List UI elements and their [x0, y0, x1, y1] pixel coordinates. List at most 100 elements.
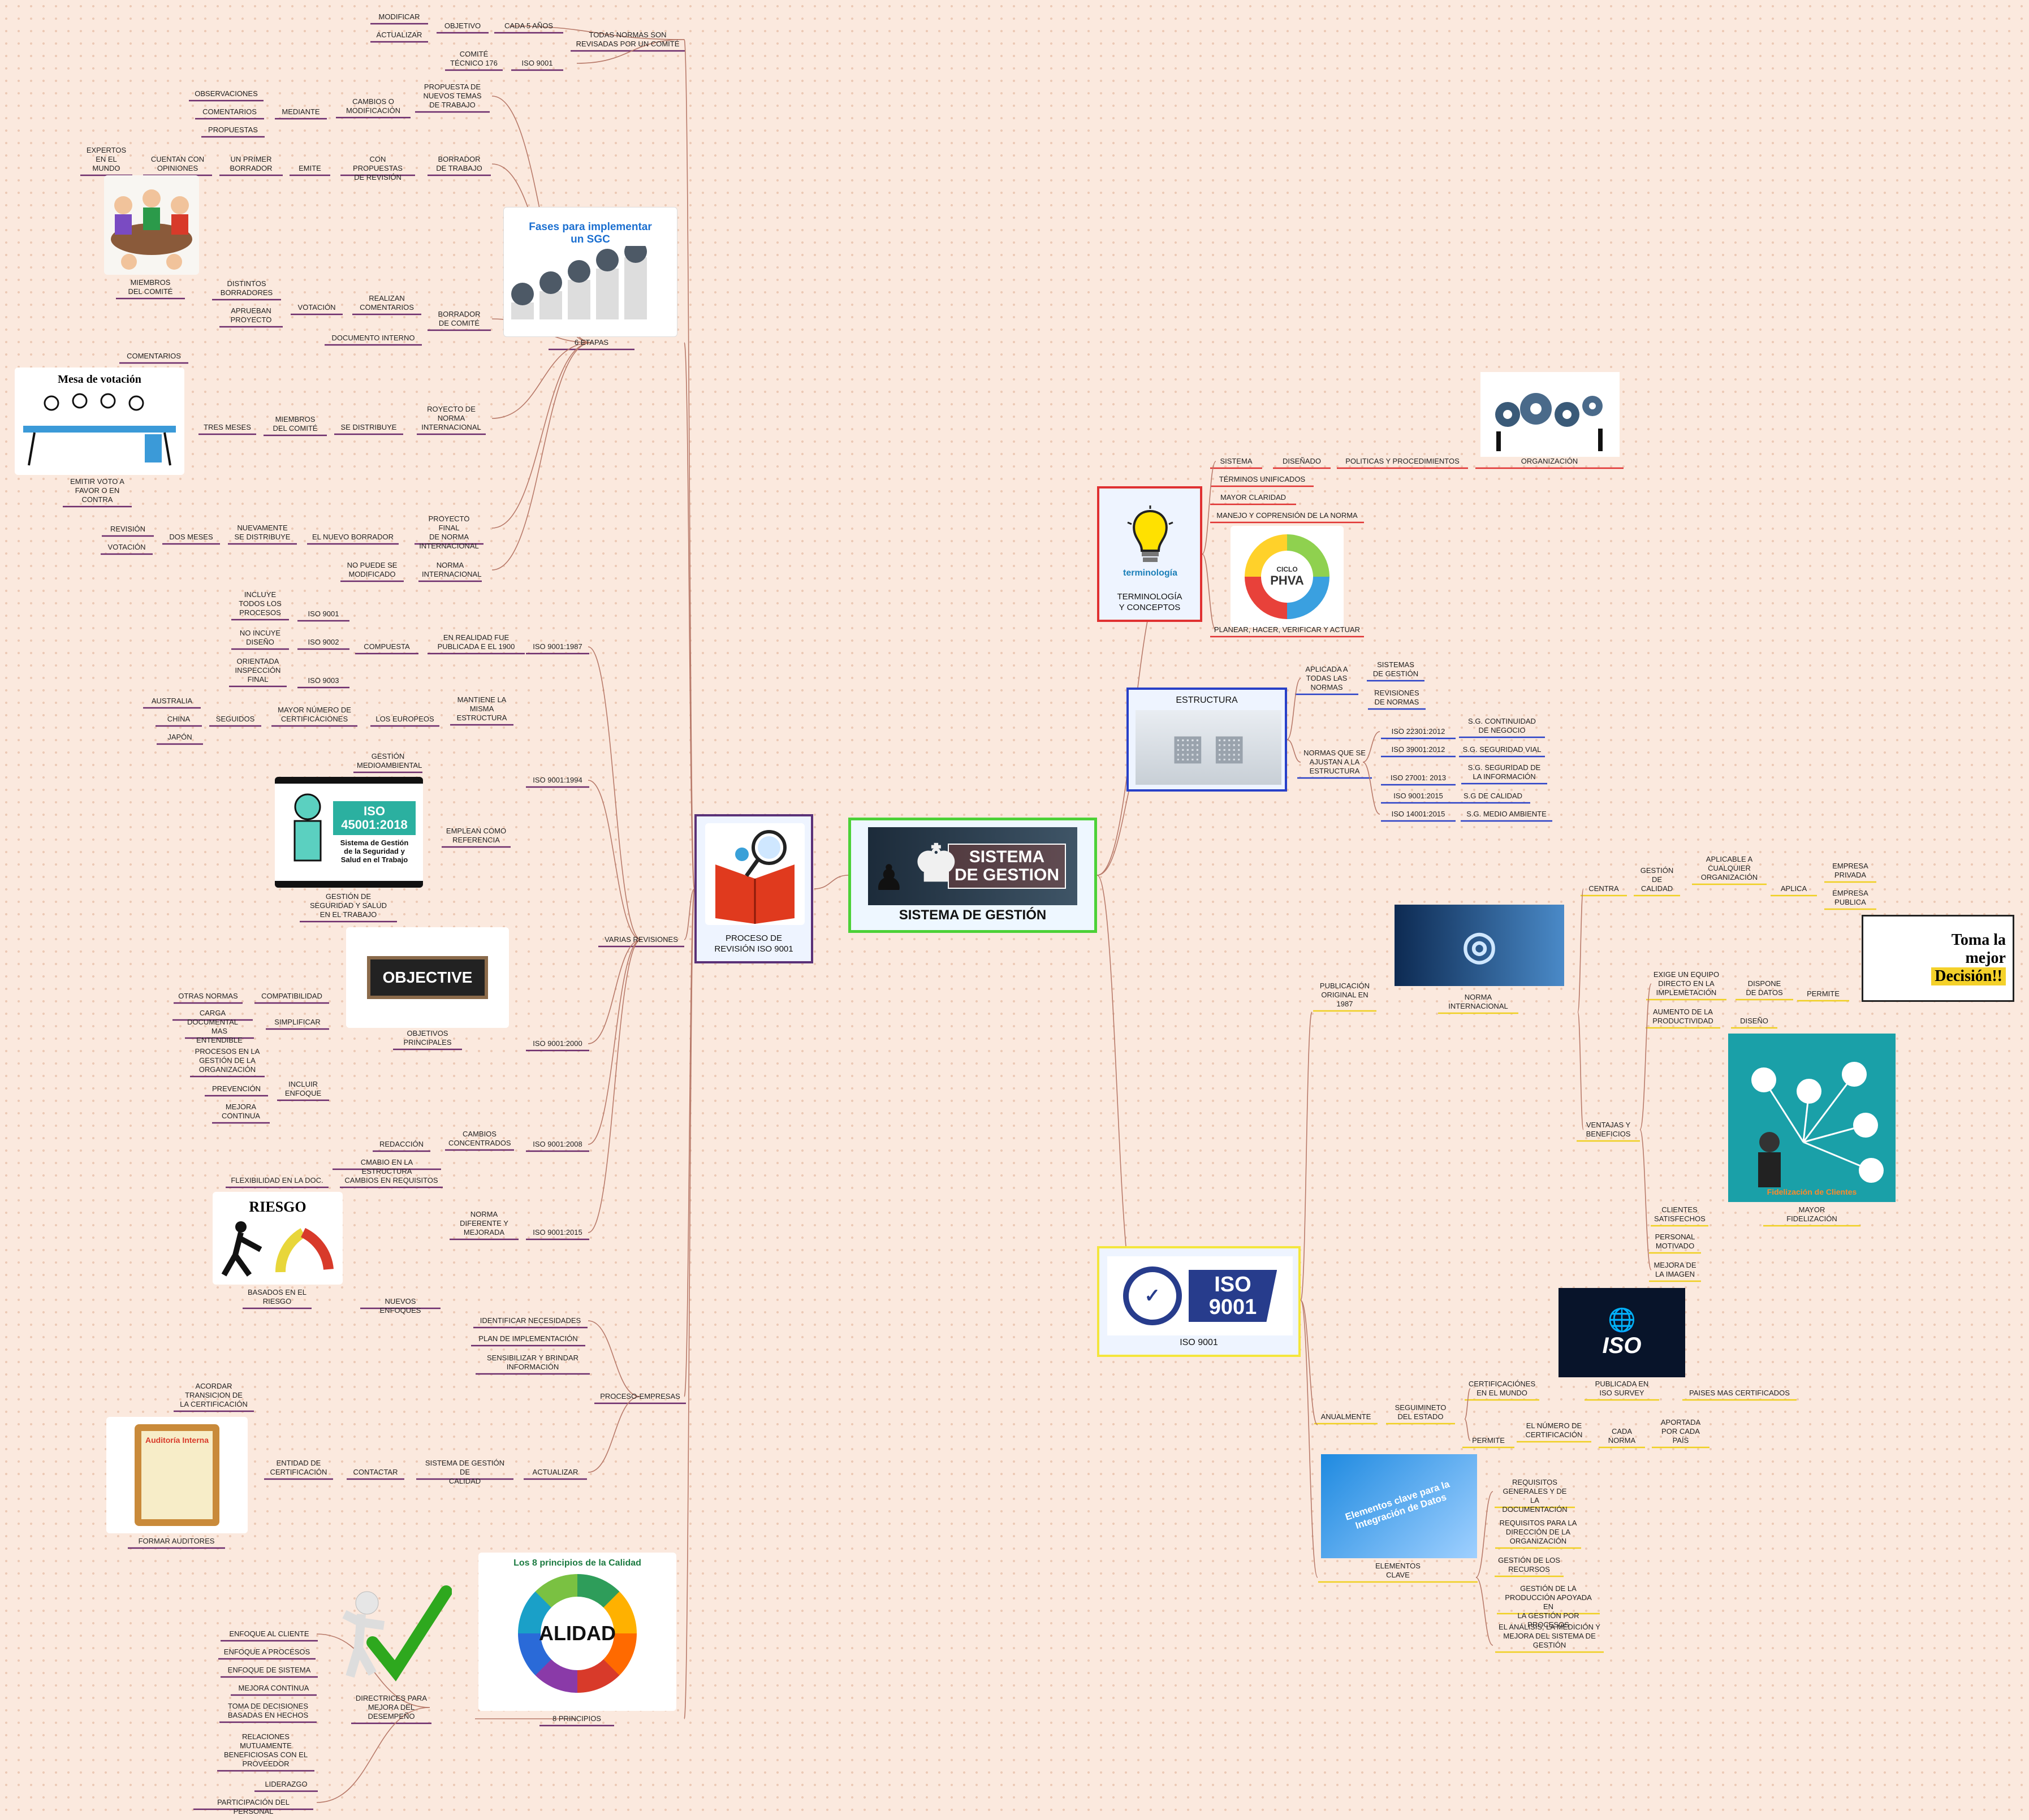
node-etapas-emitir[interactable]: EMITIR VOTO A FAVOR O EN CONTRA [70, 477, 124, 504]
revision-topic[interactable]: PROCESO DE REVISIÓN ISO 9001 [694, 814, 813, 963]
node-a-objetivo[interactable]: OBJETIVO [444, 21, 481, 30]
node-iso-permite[interactable]: PERMITE [1807, 989, 1840, 998]
node-varias-otras[interactable]: OTRAS NORMAS [178, 992, 238, 1000]
node-proceso-sistema[interactable]: SISTEMA DE GESTIÓN DE CALIDAD [425, 1459, 505, 1485]
node-varias-en-realidad[interactable]: EN REALIDAD FUE PUBLICADA E EL 1900 [437, 633, 515, 651]
node-varias-procesos[interactable]: PROCESOS EN LA GESTIÓN DE LA ORGANIZACIÓ… [195, 1047, 260, 1074]
node-iso-publicacion[interactable]: PUBLICACIÓN ORIGINAL EN 1987 [1319, 982, 1370, 1008]
terminology-topic[interactable]: terminología TERMINOLOGÍA Y CONCEPTOS [1097, 486, 1202, 622]
node-varias-carga[interactable]: CARGA DOCUMENTAL [187, 1009, 239, 1026]
node-iso-aumento[interactable]: AUMENTO DE LA PRODUCTIVIDAD [1652, 1008, 1713, 1025]
node-principios-items-1[interactable]: ENFOQUE A PROCESOS [223, 1648, 310, 1656]
node-estructura-rows-4-code[interactable]: ISO 14001:2015 [1391, 810, 1445, 818]
node-varias-seguridad[interactable]: GESTIÓN DE SEGURIDAD Y SALUD EN EL TRABA… [309, 892, 387, 919]
node-etapas-miembros2[interactable]: MIEMBROS DEL COMITÉ [273, 415, 318, 433]
node-a-cada5[interactable]: CADA 5 AÑOS [504, 21, 553, 30]
node-estructura-rows-2-code[interactable]: ISO 27001: 2013 [1390, 773, 1447, 782]
node-iso-aplicable[interactable]: APLICABLE A CUALQUIER ORGANIZACIÓN [1700, 855, 1758, 881]
node-principios-directrices[interactable]: DIRECTRICES PARA MEJORA DEL DESEMPEÑO [355, 1694, 428, 1720]
node-principios-items-3[interactable]: MEJORA CONTINUA [238, 1684, 309, 1692]
node-iso-dispone[interactable]: DISPONE DE DATOS [1746, 979, 1783, 997]
node-iso-certificaciones[interactable]: CERTIFICACIÓNES EN EL MUNDO [1468, 1380, 1536, 1397]
node-varias-seguidos[interactable]: SEGUIDOS [215, 715, 255, 723]
node-estructura-rows-3-desc[interactable]: S.G DE CALIDAD [1463, 792, 1523, 800]
node-iso-cada[interactable]: CADA NORMA [1608, 1427, 1636, 1445]
node-varias-ambiental[interactable]: GESTIÓN MEDIOAMBIENTAL [357, 752, 422, 769]
node-principios-items-2[interactable]: ENFOQUE DE SISTEMA [227, 1666, 311, 1674]
node-proceso-actualizar[interactable]: ACTUALIZAR [532, 1468, 579, 1476]
node-varias-v1987[interactable]: ISO 9001:1987 [533, 642, 582, 651]
node-varias-v2015[interactable]: ISO 9001:2015 [533, 1228, 582, 1237]
node-varias-cmabio[interactable]: CMABIO EN LA ESTRUCTURA [360, 1158, 413, 1175]
node-proceso-acordar[interactable]: ACORDAR TRANSICION DE LA CERTIFICACIÓN [180, 1382, 248, 1408]
node-iso-centra[interactable]: CENTRA [1588, 884, 1619, 893]
node-estructura-rows-1-desc[interactable]: S.G. SEGURIDAD VIAL [1462, 745, 1542, 754]
node-etapas-cambios[interactable]: CAMBIOS O MODIFICACIÓN [346, 97, 401, 115]
node-etapas-label[interactable]: 6 ETAPAS [574, 338, 609, 347]
node-iso-gestion[interactable]: GESTIÓN DE CALIDAD [1640, 866, 1674, 893]
node-iso-req-3[interactable]: GESTIÓN DE LA PRODUCCIÓN APOYADA EN LA G… [1505, 1584, 1592, 1629]
node-iso-fidelizacion[interactable]: MAYOR FIDELIZACIÓN [1786, 1205, 1837, 1223]
node-iso-exige[interactable]: EXIGE UN EQUIPO DIRECTO EN LA IMPLEMETAC… [1653, 970, 1720, 997]
node-proceso-sensibilizar[interactable]: SENSIBILIZAR Y BRINDAR INFORMACIÓN [486, 1354, 579, 1371]
node-varias-simplificar[interactable]: SIMPLIFICAR [274, 1018, 321, 1026]
node-a-todas[interactable]: TODAS NORMAS SON REVISADAS POR UN COMITÉ [576, 31, 680, 48]
node-estructura-rows-0-code[interactable]: ISO 22301:2012 [1391, 727, 1445, 736]
node-etapas-revision[interactable]: REVISIÓN [110, 525, 146, 533]
node-proceso-contactar[interactable]: CONTACTAR [353, 1468, 398, 1476]
node-iso-mejora[interactable]: MEJORA DE LA IMAGEN [1654, 1261, 1696, 1278]
node-term-organizacion[interactable]: ORGANIZACIÓN [1521, 457, 1578, 465]
node-iso-paises[interactable]: PAISES MAS CERTIFICADOS [1689, 1389, 1790, 1397]
node-iso-numero[interactable]: EL NÚMERO DE CERTIFICACIÓN [1525, 1421, 1583, 1439]
node-varias-v2008[interactable]: ISO 9001:2008 [533, 1140, 582, 1148]
node-varias-europeos[interactable]: LOS EUROPEOS [375, 715, 434, 723]
node-iso-anualmente[interactable]: ANUALMENTE [1320, 1412, 1371, 1421]
node-principios-items-6[interactable]: LIDERAZGO [265, 1780, 308, 1788]
node-a-actualizar[interactable]: ACTUALIZAR [376, 31, 422, 39]
node-etapas-nuevamente[interactable]: NUEVAMENTE SE DISTRIBUYE [234, 524, 291, 541]
node-etapas-realizan[interactable]: REALIZAN COMENTARIOS [360, 294, 414, 312]
node-varias-emplean[interactable]: EMPLEAN COMO REFERENCIA [446, 827, 507, 844]
node-varias-i9002[interactable]: ISO 9002 [308, 638, 339, 646]
node-iso-privada[interactable]: EMPRESA PRIVADA [1832, 862, 1868, 879]
node-etapas-borrador-trabajo[interactable]: BORRADOR DE TRABAJO [436, 155, 482, 172]
node-estructura-rows-3-code[interactable]: ISO 9001:2015 [1393, 792, 1443, 800]
node-etapas-borrador-comite[interactable]: BORRADOR DE COMITÉ [438, 310, 481, 327]
node-principios-items-0[interactable]: ENFOQUE AL CLIENTE [229, 1629, 309, 1638]
node-a-iso[interactable]: ISO 9001 [521, 59, 553, 67]
node-varias-no-incluye[interactable]: NO INCUYE DISEÑO [239, 629, 281, 646]
node-estructura-rows-2-desc[interactable]: S.G. SEGURIDAD DE LA INFORMACIÓN [1467, 763, 1541, 781]
node-etapas-propuestas[interactable]: PROPUESTAS [208, 126, 258, 134]
node-iso-req-2[interactable]: GESTIÓN DE LOS RECURSOS [1498, 1556, 1560, 1573]
node-varias-mayor[interactable]: MAYOR NÚMERO DE CERTIFICACIONES [278, 706, 351, 723]
node-varias-entendible[interactable]: MAS ENTENDIBLE [196, 1027, 243, 1044]
node-etapas-se-distribuye[interactable]: SE DISTRIBUYE [340, 423, 397, 431]
node-varias-china[interactable]: CHINA [167, 715, 191, 723]
node-varias-australia[interactable]: AUSTRALIA [151, 697, 193, 705]
node-etapas-no-puede[interactable]: NO PUEDE SE MODIFICADO [347, 561, 398, 578]
node-estructura-revisiones[interactable]: REVISIONES DE NORMAS [1374, 689, 1419, 706]
node-iso-diseno[interactable]: DISEÑO [1740, 1017, 1768, 1025]
node-etapas-primer[interactable]: UN PRIMER BORRADOR [230, 155, 273, 172]
node-varias-mejora[interactable]: MEJORA CONTINUA [222, 1103, 260, 1120]
node-etapas-votacion[interactable]: VOTACIÓN [297, 303, 336, 312]
node-varias-v1994[interactable]: ISO 9001:1994 [533, 776, 582, 784]
node-etapas-comentarios2[interactable]: COMENTARIOS [127, 352, 181, 360]
node-varias-nuevos[interactable]: NUEVOS ENFOQUES [379, 1297, 421, 1315]
node-etapas-comentarios[interactable]: COMENTARIOS [202, 107, 257, 116]
node-varias-basados[interactable]: BASADOS EN EL RIESGO [247, 1288, 307, 1305]
node-varias-i9003[interactable]: ISO 9003 [308, 676, 339, 685]
node-etapas-cuentan[interactable]: CUENTAN CON OPINIONES [150, 155, 205, 172]
node-varias-objetivos[interactable]: OBJETIVOS PRINCIPALES [403, 1029, 452, 1047]
node-varias-norma-dif[interactable]: NORMA DIFERENTE Y MEJORADA [460, 1210, 508, 1237]
node-iso-ventajas[interactable]: VENTAJAS Y BENEFICIOS [1586, 1121, 1631, 1138]
node-etapas-doc-interno[interactable]: DOCUMENTO INTERNO [331, 334, 415, 342]
node-proceso-formar[interactable]: FORMAR AUDITORES [138, 1537, 215, 1545]
node-etapas-proyecto-final[interactable]: PROYECTO FINAL DE NORMA INTERNACIONAL [419, 515, 479, 550]
node-varias-compatibilidad[interactable]: COMPATIBILIDAD [261, 992, 322, 1000]
node-term-mayor[interactable]: MAYOR CLARIDAD [1220, 493, 1287, 502]
node-etapas-propuesta[interactable]: PROPUESTA DE NUEVOS TEMAS DE TRABAJO [423, 83, 482, 109]
node-varias-i9001[interactable]: ISO 9001 [308, 609, 339, 618]
iso9001-topic[interactable]: ✓ ISO 9001 ISO 9001 [1097, 1246, 1301, 1357]
node-etapas-proyecto[interactable]: ROYECTO DE NORMA INTERNACIONAL [421, 405, 481, 431]
